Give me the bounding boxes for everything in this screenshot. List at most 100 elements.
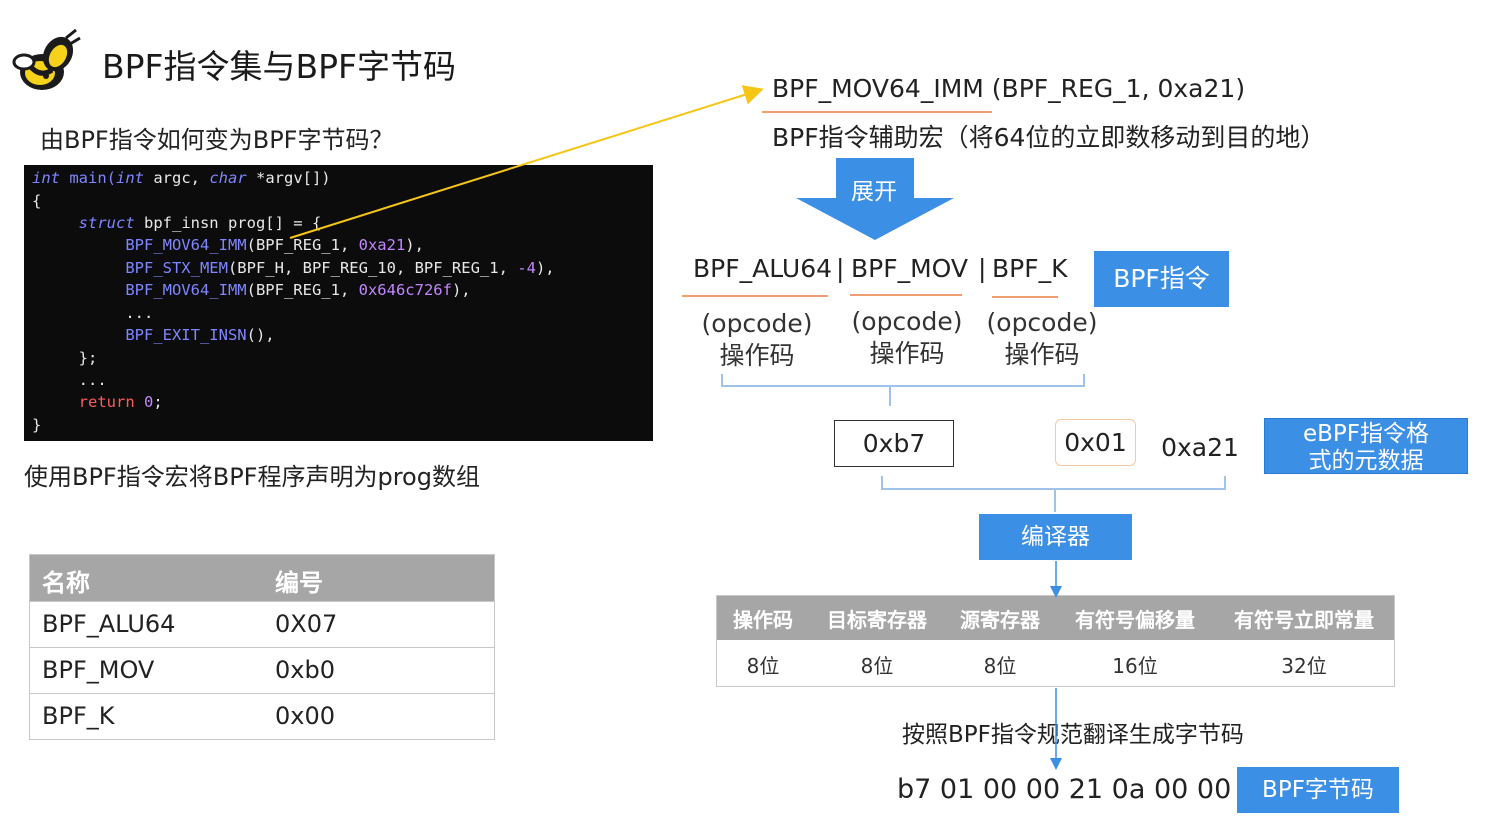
code-token: char xyxy=(209,169,247,187)
bytecode-text: b7 01 00 00 21 0a 00 00 xyxy=(897,774,1232,805)
format-header-dst-reg: 目标寄存器 xyxy=(827,608,927,632)
code-block: int main(int argc, char *argv[]) { struct… xyxy=(24,165,653,441)
instr-sep-2: | xyxy=(978,254,987,283)
code-token: int xyxy=(116,169,144,187)
compiler-label: 编译器 xyxy=(979,514,1132,560)
code-token: BPF_EXIT_INSN xyxy=(32,326,247,344)
slide-title: BPF指令集与BPF字节码 xyxy=(102,47,457,86)
format-bits: 8位 xyxy=(983,654,1017,678)
macro-description: BPF指令辅助宏（将64位的立即数移动到目的地） xyxy=(772,123,1326,152)
code-token: return xyxy=(32,393,135,411)
underline-mov xyxy=(850,294,962,296)
code-token: ), xyxy=(535,259,555,277)
table-cell: BPF_K xyxy=(42,702,115,730)
code-line: ... xyxy=(32,369,107,391)
underline-alu64 xyxy=(682,295,828,297)
opcode-zh: 操作码 xyxy=(1004,340,1080,369)
opcode-en: (opcode) xyxy=(701,309,813,338)
code-token: 0xa21 xyxy=(358,236,406,254)
translate-text: 按照BPF指令规范翻译生成字节码 xyxy=(902,722,1244,748)
bee-icon xyxy=(12,28,81,90)
hex-opcode-box: 0xb7 xyxy=(834,420,954,467)
code-token: BPF_STX_MEM xyxy=(32,259,228,277)
code-line: ... xyxy=(32,302,153,324)
code-token: ), xyxy=(405,236,424,254)
code-token: (BPF_REG_1, xyxy=(246,236,359,254)
hex-imm: 0xa21 xyxy=(1160,428,1240,468)
prog-array-note: 使用BPF指令宏将BPF程序声明为prog数组 xyxy=(24,463,480,491)
code-token: bpf_insn prog[] = { xyxy=(134,214,322,232)
format-bits: 8位 xyxy=(746,654,780,678)
table-cell: BPF_ALU64 xyxy=(42,610,176,638)
code-token: ), xyxy=(451,281,471,299)
format-header-src-reg: 源寄存器 xyxy=(960,608,1040,632)
table-cell: BPF_MOV xyxy=(42,656,155,684)
opcode-col-2: (opcode) 操作码 xyxy=(848,306,966,370)
code-token: }; xyxy=(32,349,98,367)
bpf-instr-label: BPF指令 xyxy=(1094,251,1229,307)
code-line: { xyxy=(32,190,41,212)
table-header: 名称 编号 xyxy=(30,555,494,601)
code-line: BPF_MOV64_IMM(BPF_REG_1, 0xa21), xyxy=(32,234,424,256)
code-token: ... xyxy=(32,304,154,322)
opcode-col-3: (opcode) 操作码 xyxy=(983,307,1101,371)
hex-reg-box: 0x01 xyxy=(1055,419,1136,466)
code-token: ; xyxy=(153,393,163,411)
code-token: *argv[]) xyxy=(246,169,331,187)
code-token: BPF_MOV64_IMM xyxy=(32,281,247,299)
code-token: int xyxy=(32,169,60,187)
opcode-zh: 操作码 xyxy=(719,341,795,370)
code-line: BPF_STX_MEM(BPF_H, BPF_REG_10, BPF_REG_1… xyxy=(32,257,555,279)
macro-text: BPF_MOV64_IMM (BPF_REG_1, 0xa21) xyxy=(772,74,1246,103)
ebpf-meta-label: eBPF指令格式的元数据 xyxy=(1264,418,1468,474)
underline-k xyxy=(992,296,1058,298)
table-header-name: 名称 xyxy=(42,569,90,597)
code-token: (), xyxy=(246,326,275,344)
macro-underline xyxy=(762,111,992,113)
table-row: BPF_K 0x00 xyxy=(30,693,494,739)
format-header: 操作码 目标寄存器 源寄存器 有符号偏移量 有符号立即常量 xyxy=(717,596,1394,640)
code-token: { xyxy=(32,192,42,210)
opcode-en: (opcode) xyxy=(851,307,963,336)
code-token: 0x646c726f xyxy=(358,281,452,299)
code-line: return 0; xyxy=(32,391,163,413)
code-token: BPF_MOV64_IMM xyxy=(32,236,247,254)
expand-arrow xyxy=(796,158,954,240)
expand-label: 展开 xyxy=(851,179,897,205)
hex-brace xyxy=(881,476,1226,512)
code-line: BPF_MOV64_IMM(BPF_REG_1, 0x646c726f), xyxy=(32,279,471,301)
bytecode-label: BPF字节码 xyxy=(1237,767,1399,813)
instr-k: BPF_K xyxy=(992,254,1068,283)
code-line: int main(int argc, char *argv[]) xyxy=(32,167,331,189)
format-bits: 32位 xyxy=(1281,654,1327,678)
opcode-table: 名称 编号 BPF_ALU64 0X07 BPF_MOV 0xb0 BPF_K … xyxy=(29,554,495,740)
table-row: BPF_ALU64 0X07 xyxy=(30,601,494,647)
format-bits: 16位 xyxy=(1112,654,1158,678)
code-token: (BPF_H, BPF_REG_10, BPF_REG_1, xyxy=(227,259,518,277)
code-line: } xyxy=(32,414,41,436)
opcode-en: (opcode) xyxy=(986,308,1098,337)
format-header-opcode: 操作码 xyxy=(733,608,793,632)
code-token: (BPF_REG_1, xyxy=(246,281,359,299)
opcode-zh: 操作码 xyxy=(869,339,945,368)
table-cell: 0X07 xyxy=(275,610,338,638)
code-token xyxy=(135,393,144,411)
table-header-number: 编号 xyxy=(275,569,323,597)
format-bits: 8位 xyxy=(860,654,894,678)
code-token: } xyxy=(32,416,42,434)
instr-mov: BPF_MOV xyxy=(851,254,969,283)
instr-sep-1: | xyxy=(836,254,845,283)
opcode-brace xyxy=(721,374,1085,406)
opcode-col-1: (opcode) 操作码 xyxy=(698,308,816,372)
table-cell: 0xb0 xyxy=(275,656,335,684)
slide-subtitle: 由BPF指令如何变为BPF字节码？ xyxy=(40,126,394,154)
format-header-offset: 有符号偏移量 xyxy=(1075,608,1195,632)
code-line: struct bpf_insn prog[] = { xyxy=(32,212,322,234)
code-line: BPF_EXIT_INSN(), xyxy=(32,324,275,346)
code-token: -4 xyxy=(517,259,536,277)
bee-logo xyxy=(10,26,82,98)
instruction-format-table: 操作码 目标寄存器 源寄存器 有符号偏移量 有符号立即常量 8位 8位 8位 1… xyxy=(716,595,1395,687)
code-line: }; xyxy=(32,347,98,369)
code-token: struct xyxy=(32,214,135,232)
code-token: main( xyxy=(60,169,116,187)
